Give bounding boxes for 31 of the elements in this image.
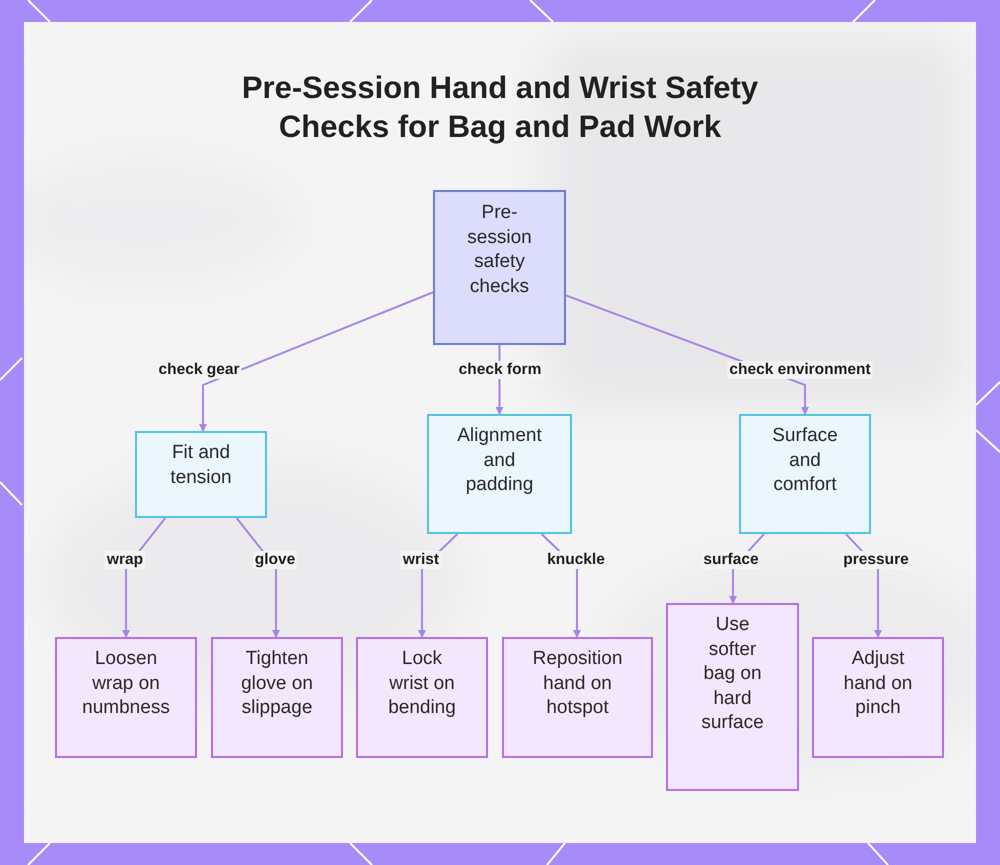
diagram-title: Pre-Session Hand and Wrist Safety Checks for Bag and Pad Work [240, 69, 760, 146]
edge-label: check form [456, 361, 544, 379]
root-box [433, 190, 566, 345]
edge-label: surface [701, 551, 761, 569]
connector-arrow [199, 291, 434, 432]
node-text: Tighten glove on slippage [240, 647, 314, 720]
action-box [502, 637, 653, 758]
edge-label: knuckle [545, 551, 607, 569]
node-text: Surface and comfort [771, 424, 839, 497]
action-box [812, 637, 944, 758]
node-text: Lock wrist on bending [387, 647, 457, 720]
edge-label: wrap [104, 551, 146, 569]
edge-label: check gear [156, 361, 242, 379]
edge-label: pressure [841, 551, 911, 569]
edge-label: check environment [727, 361, 873, 379]
category-box [739, 414, 871, 534]
action-box [55, 637, 197, 758]
node-text: Reposition hand on hotspot [532, 647, 624, 720]
node-text: Use softer bag on hard surface [700, 613, 765, 735]
edge-label: glove [252, 551, 298, 569]
category-box [427, 414, 572, 534]
node-text: Fit and tension [169, 441, 233, 490]
action-box [211, 637, 343, 758]
node-text: Alignment and padding [456, 424, 543, 497]
node-text: Pre-session safety checks [466, 201, 533, 298]
category-box [135, 431, 267, 518]
action-box [356, 637, 488, 758]
node-text: Loosen wrap on numbness [81, 647, 171, 720]
node-text: Adjust hand on pinch [842, 647, 914, 720]
action-box [666, 603, 799, 791]
edge-label: wrist [400, 551, 442, 569]
